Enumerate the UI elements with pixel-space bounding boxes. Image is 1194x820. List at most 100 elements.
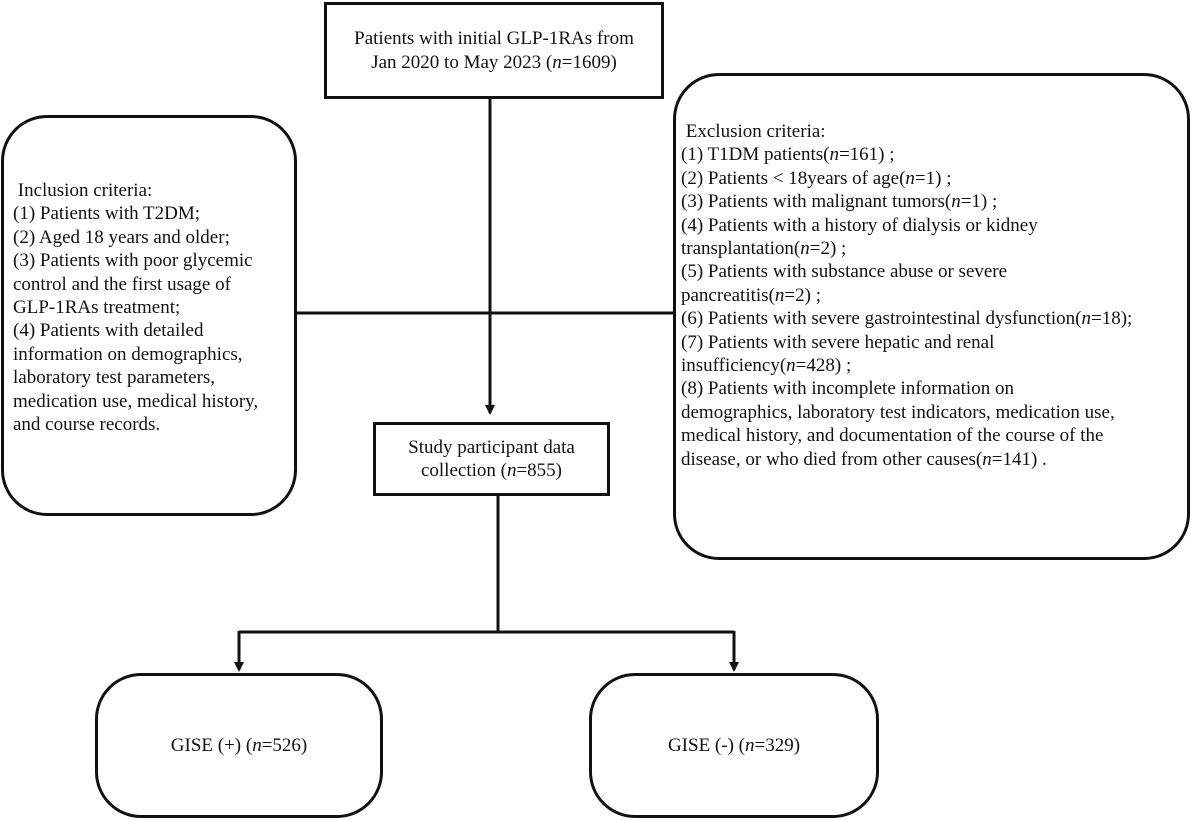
text-line: Inclusion criteria: xyxy=(13,179,294,202)
text-run: medical history, and documentation of th… xyxy=(681,425,1104,447)
text-line: control and the first usage of xyxy=(13,273,294,296)
text-line: (2) Patients < 18years of age(n=1) ; xyxy=(681,167,1187,190)
text-line: Exclusion criteria: xyxy=(681,120,1187,143)
italic-n-symbol: n xyxy=(252,734,262,756)
text-line: (8) Patients with incomplete information… xyxy=(681,377,1187,400)
text-line: demographics, laboratory test indicators… xyxy=(681,401,1187,424)
text-run: =161) ; xyxy=(838,144,895,166)
text-line: (2) Aged 18 years and older; xyxy=(13,226,294,249)
text-run: pancreatitis( xyxy=(681,284,775,306)
text-run: transplantation( xyxy=(681,238,801,260)
text-run: (3) Patients with malignant tumors( xyxy=(681,191,952,213)
text-run: =1) ; xyxy=(914,167,952,189)
text-line: (6) Patients with severe gastrointestina… xyxy=(681,307,1187,330)
text-line: (7) Patients with severe hepatic and ren… xyxy=(681,331,1187,354)
text-run: =526) xyxy=(261,734,308,756)
text-line: GLP-1RAs treatment; xyxy=(13,296,294,319)
text-run: =1609) xyxy=(561,51,617,73)
text-run: =1) ; xyxy=(960,191,998,213)
italic-n-symbol: n xyxy=(786,355,796,377)
text-run: (2) Patients < 18years of age( xyxy=(681,167,906,189)
text-line: (3) Patients with poor glycemic xyxy=(13,249,294,272)
text-run: Study participant data xyxy=(408,436,575,458)
text-run: =855) xyxy=(516,460,563,481)
text-run: GLP-1RAs treatment; xyxy=(13,297,181,319)
italic-n-symbol: n xyxy=(829,144,839,166)
text-run: Exclusion criteria: xyxy=(681,121,826,142)
italic-n-symbol: n xyxy=(552,51,562,73)
text-line: Patients with initial GLP-1RAs from xyxy=(354,27,634,50)
text-run: =329) xyxy=(754,734,801,756)
text-line: collection (n=855) xyxy=(408,459,575,482)
italic-n-symbol: n xyxy=(506,460,517,481)
inclusion-criteria-box: Inclusion criteria:(1) Patients with T2D… xyxy=(1,115,297,516)
text-run: (7) Patients with severe hepatic and ren… xyxy=(681,331,995,353)
text-run: GISE (+) ( xyxy=(170,734,253,756)
italic-n-symbol: n xyxy=(744,734,755,756)
text-line: Jan 2020 to May 2023 (n=1609) xyxy=(354,51,634,74)
text-run: (3) Patients with poor glycemic xyxy=(13,250,253,272)
text-run: Inclusion criteria: xyxy=(13,180,153,201)
text-run: =428) ; xyxy=(795,355,852,377)
text-run: disease, or who died from other causes( xyxy=(681,448,983,470)
text-run: and course records. xyxy=(13,414,161,436)
text-run: medication use, medical history, xyxy=(13,390,259,412)
text-run: (5) Patients with substance abuse or sev… xyxy=(681,261,1008,283)
text-line: and course records. xyxy=(13,413,294,436)
text-run: insufficiency( xyxy=(681,355,787,377)
text-run: (2) Aged 18 years and older; xyxy=(13,226,230,248)
text-run: GISE (-) ( xyxy=(667,734,745,756)
text-line: disease, or who died from other causes(n… xyxy=(681,448,1187,471)
text-line: GISE (+) (n=526) xyxy=(171,734,307,757)
text-run: collection ( xyxy=(420,460,507,481)
text-run: (4) Patients with detailed xyxy=(13,320,204,342)
italic-n-symbol: n xyxy=(905,167,915,189)
text-run: control and the first usage of xyxy=(13,273,231,295)
gise-negative-text: GISE (-) (n=329) xyxy=(668,734,800,757)
italic-n-symbol: n xyxy=(1081,308,1092,330)
text-line: Study participant data xyxy=(408,436,575,459)
exclusion-criteria-box: Exclusion criteria:(1) T1DM patients(n=1… xyxy=(673,73,1190,560)
text-line: laboratory test parameters, xyxy=(13,366,294,389)
text-run: (8) Patients with incomplete information… xyxy=(681,378,1014,400)
text-run: Patients with initial GLP-1RAs from xyxy=(354,28,634,50)
text-line: medical history, and documentation of th… xyxy=(681,424,1187,447)
text-run: =18); xyxy=(1091,308,1133,330)
text-run: (1) Patients with T2DM; xyxy=(13,203,201,225)
text-line: (5) Patients with substance abuse or sev… xyxy=(681,260,1187,283)
exclusion-criteria-text: Exclusion criteria:(1) T1DM patients(n=1… xyxy=(681,120,1187,471)
text-run: (1) T1DM patients( xyxy=(681,144,830,166)
text-line: (3) Patients with malignant tumors(n=1) … xyxy=(681,190,1187,213)
gise-positive-text: GISE (+) (n=526) xyxy=(171,734,307,757)
text-line: transplantation(n=2) ; xyxy=(681,237,1187,260)
text-line: (1) Patients with T2DM; xyxy=(13,202,294,225)
inclusion-criteria-text: Inclusion criteria:(1) Patients with T2D… xyxy=(13,179,294,436)
text-line: insufficiency(n=428) ; xyxy=(681,354,1187,377)
text-run: =2) ; xyxy=(809,238,847,260)
text-run: demographics, laboratory test indicators… xyxy=(681,401,1115,423)
text-line: (4) Patients with a history of dialysis … xyxy=(681,214,1187,237)
text-run: =141) . xyxy=(991,448,1047,470)
text-line: (1) T1DM patients(n=161) ; xyxy=(681,143,1187,166)
text-run: laboratory test parameters, xyxy=(13,367,216,389)
gise-positive-box: GISE (+) (n=526) xyxy=(95,673,383,818)
text-line: medication use, medical history, xyxy=(13,390,294,413)
text-run: =2) ; xyxy=(784,284,821,306)
italic-n-symbol: n xyxy=(774,284,785,306)
italic-n-symbol: n xyxy=(982,448,992,470)
italic-n-symbol: n xyxy=(951,191,961,213)
gise-negative-box: GISE (-) (n=329) xyxy=(589,673,879,818)
text-line: pancreatitis(n=2) ; xyxy=(681,284,1187,307)
text-run: Jan 2020 to May 2023 ( xyxy=(371,51,553,73)
italic-n-symbol: n xyxy=(800,238,810,260)
text-line: information on demographics, xyxy=(13,343,294,366)
text-line: (4) Patients with detailed xyxy=(13,319,294,342)
text-run: (4) Patients with a history of dialysis … xyxy=(681,214,1038,236)
text-line: GISE (-) (n=329) xyxy=(668,734,800,757)
text-run: (6) Patients with severe gastrointestina… xyxy=(681,308,1082,330)
